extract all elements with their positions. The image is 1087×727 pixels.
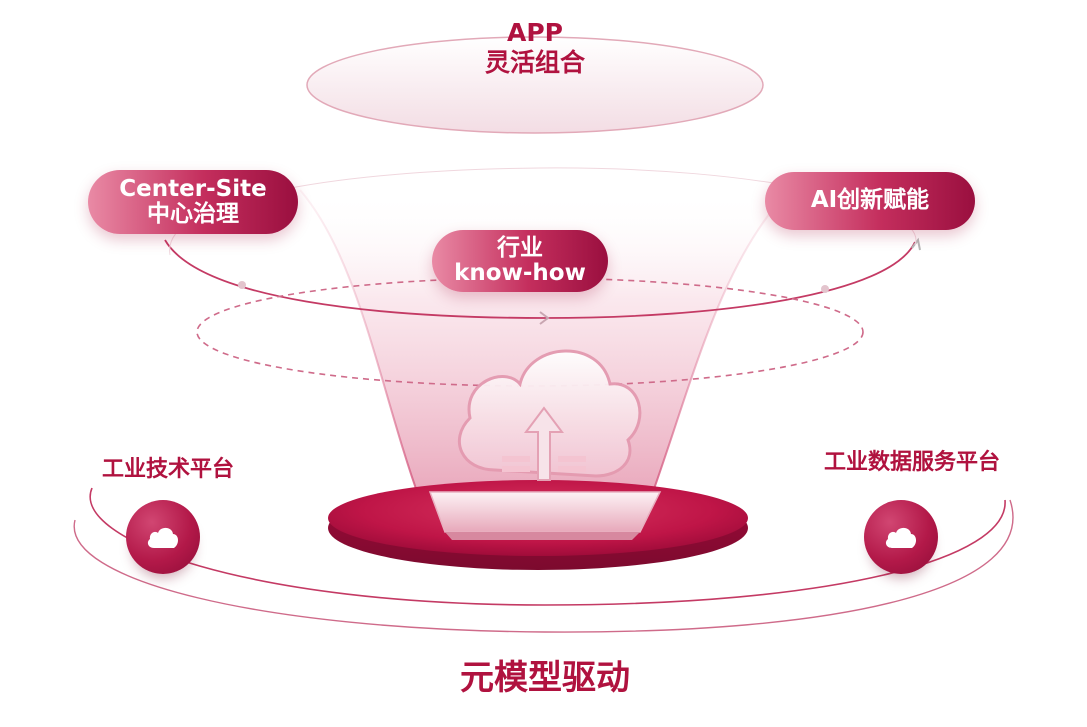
middle-ring (164, 239, 916, 319)
industry-line1: 行业 (497, 234, 543, 261)
left-platform-label: 工业技术平台 (101, 457, 234, 482)
funnel-right-edge (649, 189, 791, 501)
ai-pill: AI创新赋能 (765, 172, 975, 230)
industry-line2: know-how (454, 260, 586, 286)
top-ellipse (306, 36, 764, 134)
center-site-pill: Center-Site 中心治理 (88, 170, 298, 234)
center-site-line2: 中心治理 (147, 201, 239, 227)
funnel-body (300, 190, 790, 500)
right-platform-label: 工业数据服务平台 (823, 450, 1000, 475)
top-label-line2: 灵活组合 (485, 48, 586, 77)
center-site-line1: Center-Site (119, 175, 267, 202)
bottom-label: 元模型驱动 (460, 658, 630, 698)
top-label-line1: APP (507, 18, 563, 47)
industry-pill: 行业 know-how (432, 230, 608, 292)
center-cloud (457, 349, 642, 478)
left-platform-cloud-icon (126, 500, 200, 574)
funnel-left-edge (299, 189, 421, 501)
right-platform-cloud-icon (864, 500, 938, 574)
top-label: APP 灵活组合 (485, 18, 585, 78)
ai-label: AI创新赋能 (810, 187, 930, 214)
